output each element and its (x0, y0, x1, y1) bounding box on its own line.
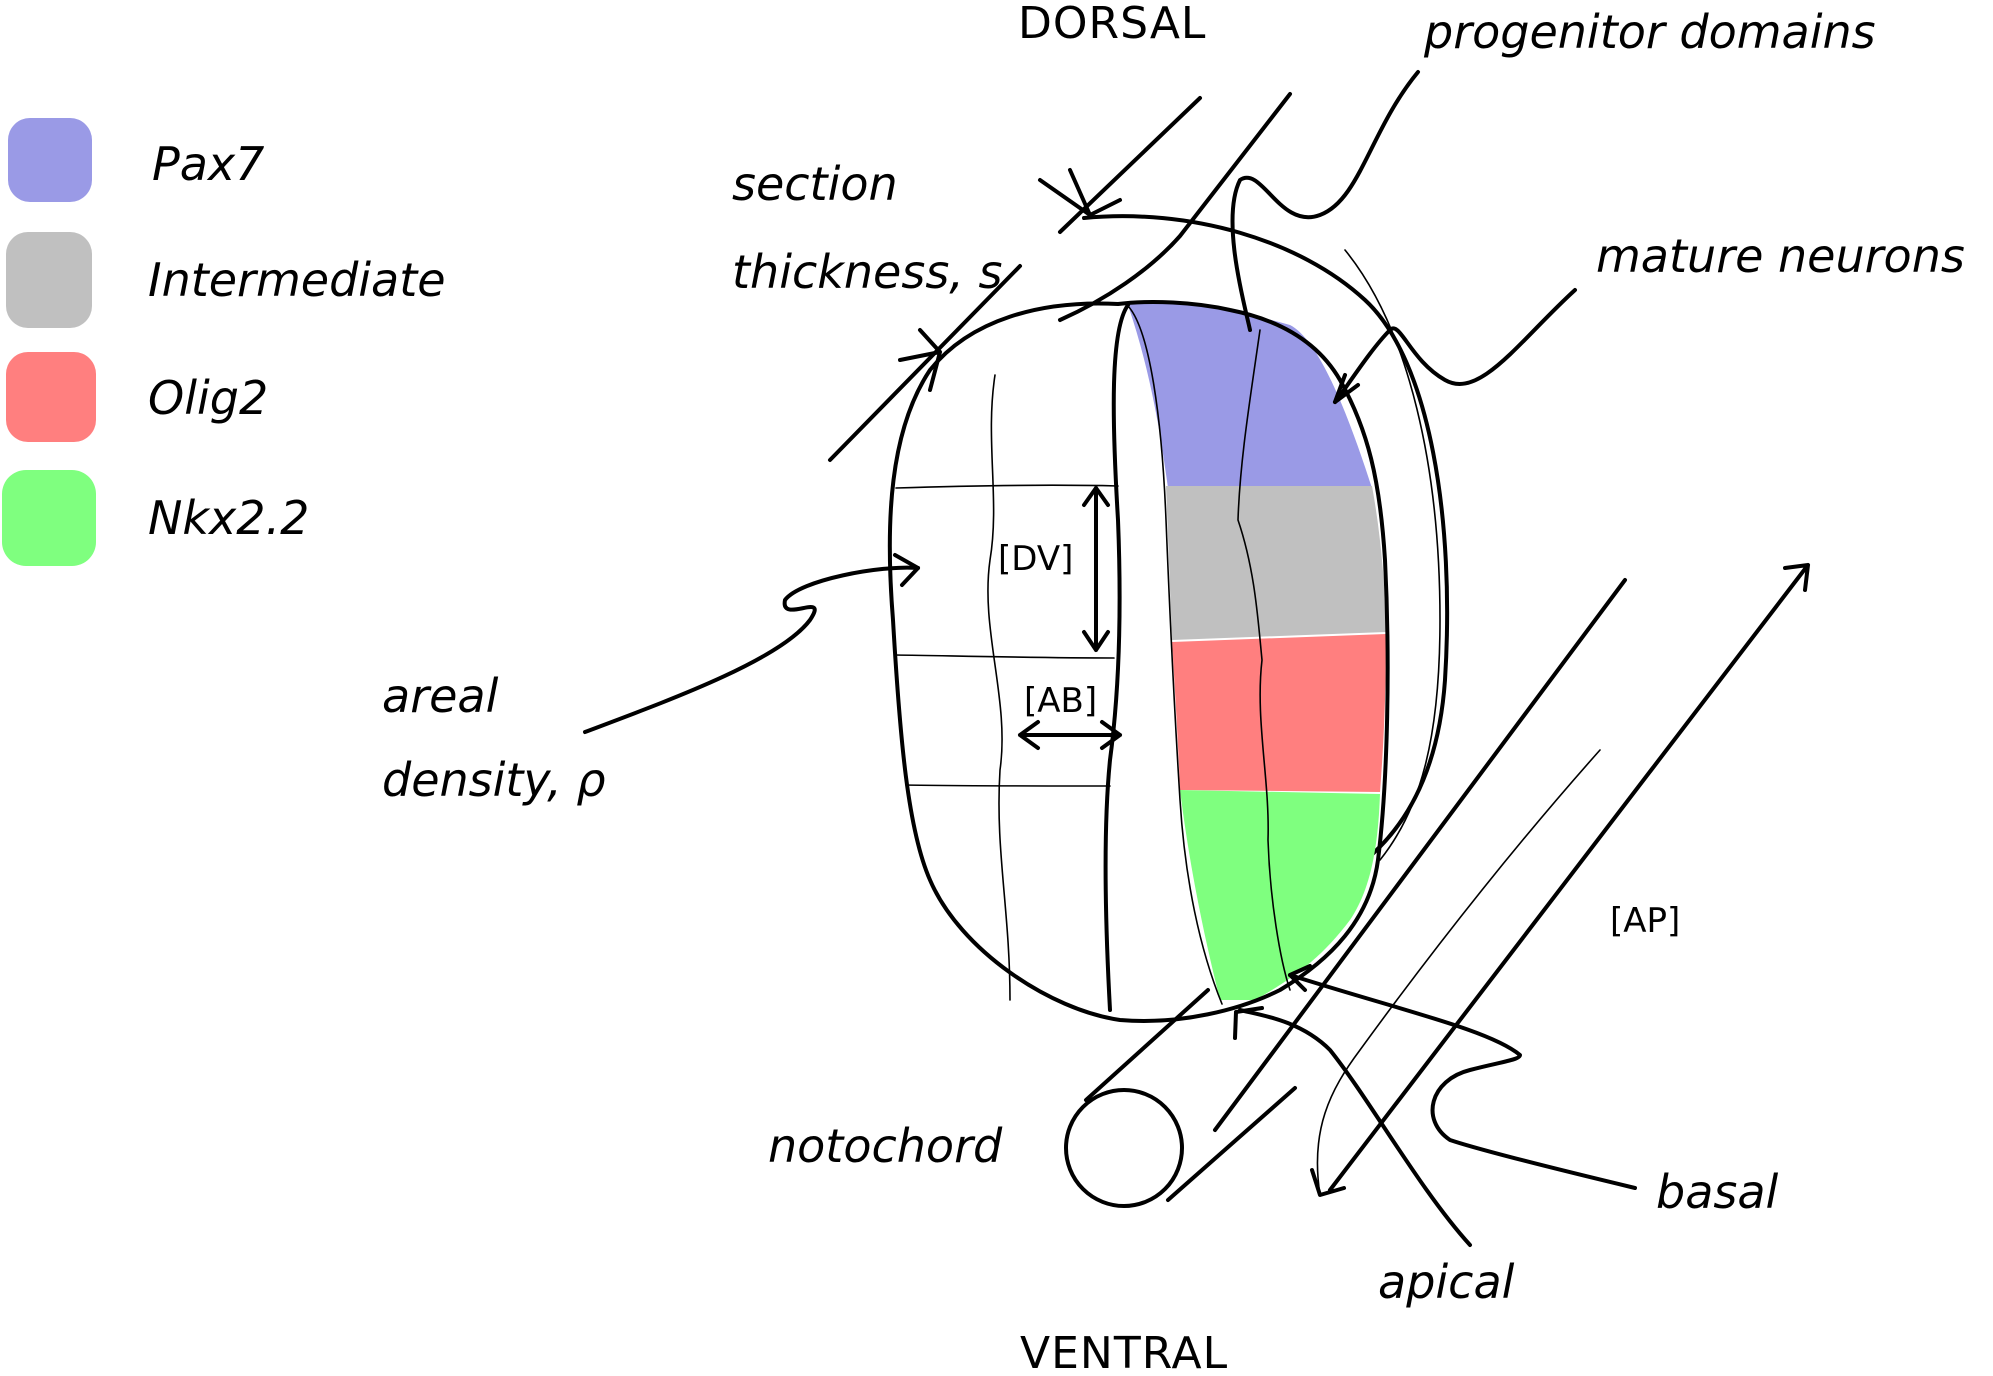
areal-density-label-line1: areal (382, 669, 499, 723)
dorsal-label: DORSAL (1018, 0, 1206, 49)
legend-label-nkx22: Nkx2.2 (148, 491, 309, 545)
legend-swatch-pax7 (8, 118, 92, 202)
areal-density-leader (583, 565, 920, 734)
ap-arrow (1310, 563, 1810, 1197)
left-half-line-4 (987, 374, 1011, 1001)
left-half-line-2 (895, 654, 1115, 659)
ab-label: [AB] (1024, 681, 1097, 721)
legend-item-nkx22: Nkx2.2 (2, 470, 309, 566)
ap-line-b (1316, 749, 1601, 1196)
right-half-line-1 (1237, 329, 1291, 991)
ap-line-a (1213, 578, 1627, 1132)
legend-label-pax7: Pax7 (152, 137, 264, 191)
section-line-near (1058, 92, 1292, 322)
progenitor-domains-leader (1230, 70, 1420, 332)
mature-neurons-leader (1333, 288, 1577, 404)
notochord-circle (1064, 1088, 1184, 1208)
ventral-label: VENTRAL (1020, 1328, 1228, 1371)
notochord-label: notochord (768, 1119, 1003, 1173)
basal-leader (1288, 973, 1637, 1190)
apical-arrow (1233, 1006, 1264, 1040)
legend-label-olig2: Olig2 (148, 371, 268, 425)
domain-nkx22 (1180, 790, 1380, 1000)
domain-intermediate (1166, 486, 1386, 640)
lumen-outline (1103, 303, 1130, 1012)
neural-tube-outline (887, 300, 1390, 1023)
ap-label: [AP] (1610, 901, 1680, 941)
section-arrow-top (1038, 168, 1122, 217)
legend-item-olig2: Olig2 (6, 352, 268, 442)
areal-density-label-line2: density, ρ (382, 753, 606, 807)
legend-item-pax7: Pax7 (8, 118, 264, 202)
basal-label: basal (1656, 1165, 1779, 1219)
apical-leader (1238, 1008, 1472, 1247)
left-half-line-1 (895, 484, 1119, 489)
legend-item-intermediate: Intermediate (6, 232, 446, 328)
legend-label-intermediate: Intermediate (148, 253, 446, 307)
legend: Pax7 Intermediate Olig2 Nkx2.2 (2, 118, 446, 566)
section-slab-outline (1082, 214, 1450, 877)
dv-arrow (1082, 486, 1110, 652)
progenitor-domains-label: progenitor domains (1423, 5, 1876, 59)
section-label-line2: thickness, s (732, 245, 1003, 299)
section-arrow-bottom (898, 328, 942, 392)
domain-olig2 (1172, 634, 1386, 792)
left-half-line-3 (905, 784, 1111, 787)
section-slab-outline-back (1344, 249, 1441, 861)
ab-arrow (1018, 720, 1122, 750)
dv-label: [DV] (998, 539, 1073, 579)
legend-swatch-intermediate (6, 232, 92, 328)
areal-density-arrow (893, 553, 920, 587)
legend-swatch-olig2 (6, 352, 96, 442)
lumen-inner-edge (1127, 305, 1223, 1005)
mature-neurons-label: mature neurons (1596, 229, 1965, 283)
notochord-tube (1084, 988, 1297, 1202)
legend-swatch-nkx22 (2, 470, 96, 566)
basal-arrow (1288, 964, 1312, 992)
section-label-line1: section (732, 157, 898, 211)
progenitor-domains (1128, 301, 1386, 1000)
mature-neurons-arrow (1333, 373, 1360, 404)
apical-label: apical (1378, 1255, 1515, 1309)
